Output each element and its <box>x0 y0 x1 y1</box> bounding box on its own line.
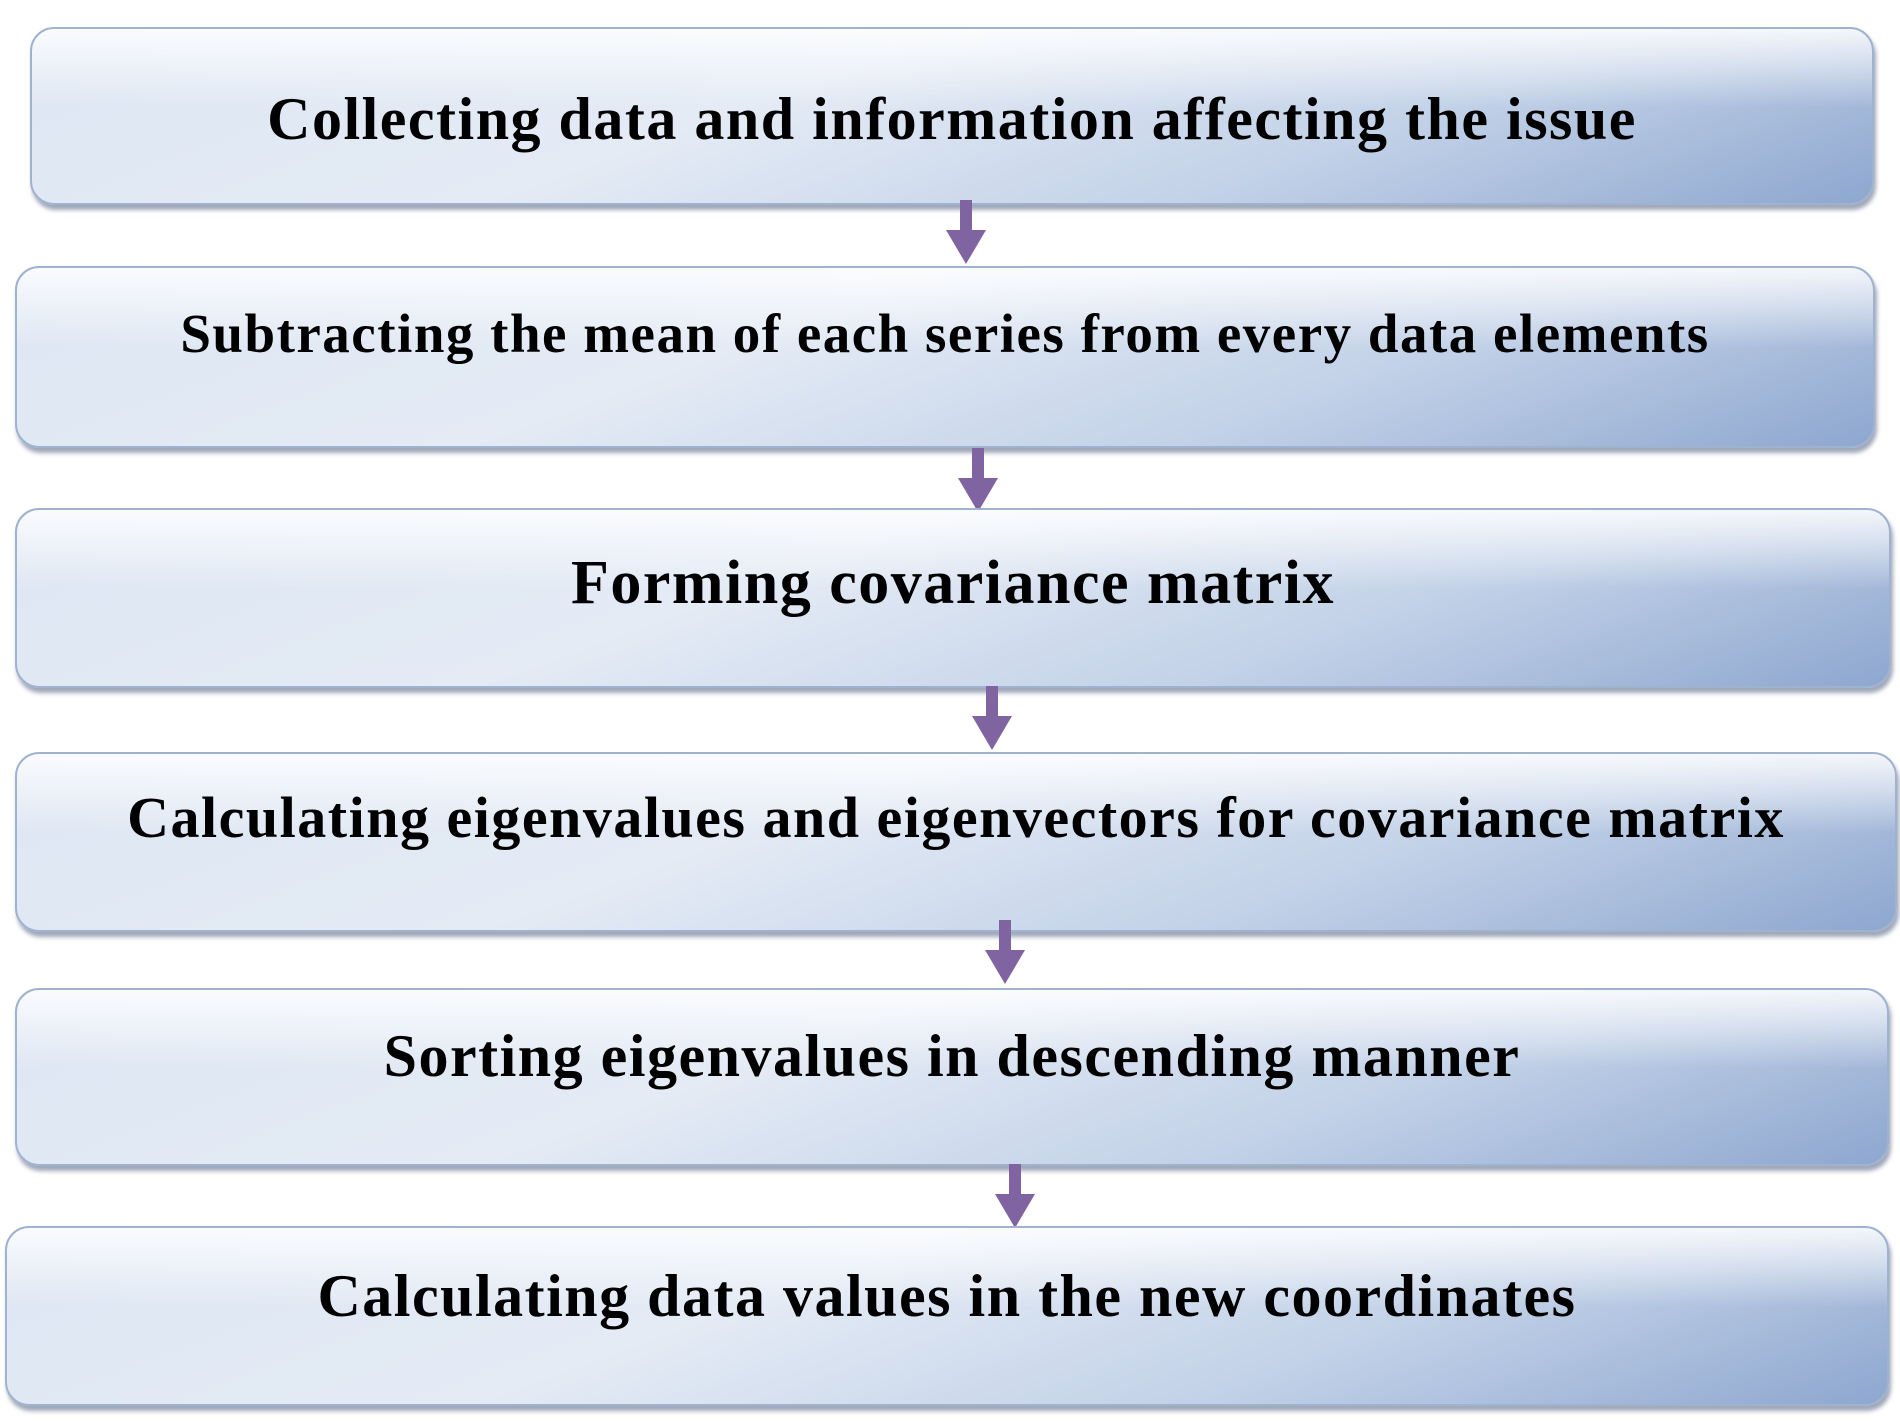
arrow-down-icon <box>946 200 986 264</box>
arrow-down-icon <box>958 448 998 512</box>
arrow-down-icon <box>995 1164 1035 1228</box>
step-label-covariance-matrix: Forming covariance matrix <box>570 549 1336 617</box>
arrow-down-icon <box>972 686 1012 750</box>
step-label-sort-eigenvalues: Sorting eigenvalues in descending manner <box>383 1023 1521 1089</box>
step-box-eigen-calculation: Calculating eigenvalues and eigenvectors… <box>15 752 1897 932</box>
step-label-subtract-mean: Subtracting the mean of each series from… <box>180 303 1710 364</box>
step-box-sort-eigenvalues: Sorting eigenvalues in descending manner <box>15 988 1889 1166</box>
step-label-collect-data: Collecting data and information affectin… <box>267 86 1637 152</box>
step-label-new-coordinates: Calculating data values in the new coord… <box>317 1263 1577 1329</box>
step-box-collect-data: Collecting data and information affectin… <box>30 27 1874 205</box>
step-box-new-coordinates: Calculating data values in the new coord… <box>5 1226 1889 1406</box>
arrow-down-icon <box>985 920 1025 984</box>
step-box-subtract-mean: Subtracting the mean of each series from… <box>15 266 1875 448</box>
step-label-eigen-calculation: Calculating eigenvalues and eigenvectors… <box>127 785 1785 850</box>
step-box-covariance-matrix: Forming covariance matrix <box>15 508 1891 688</box>
